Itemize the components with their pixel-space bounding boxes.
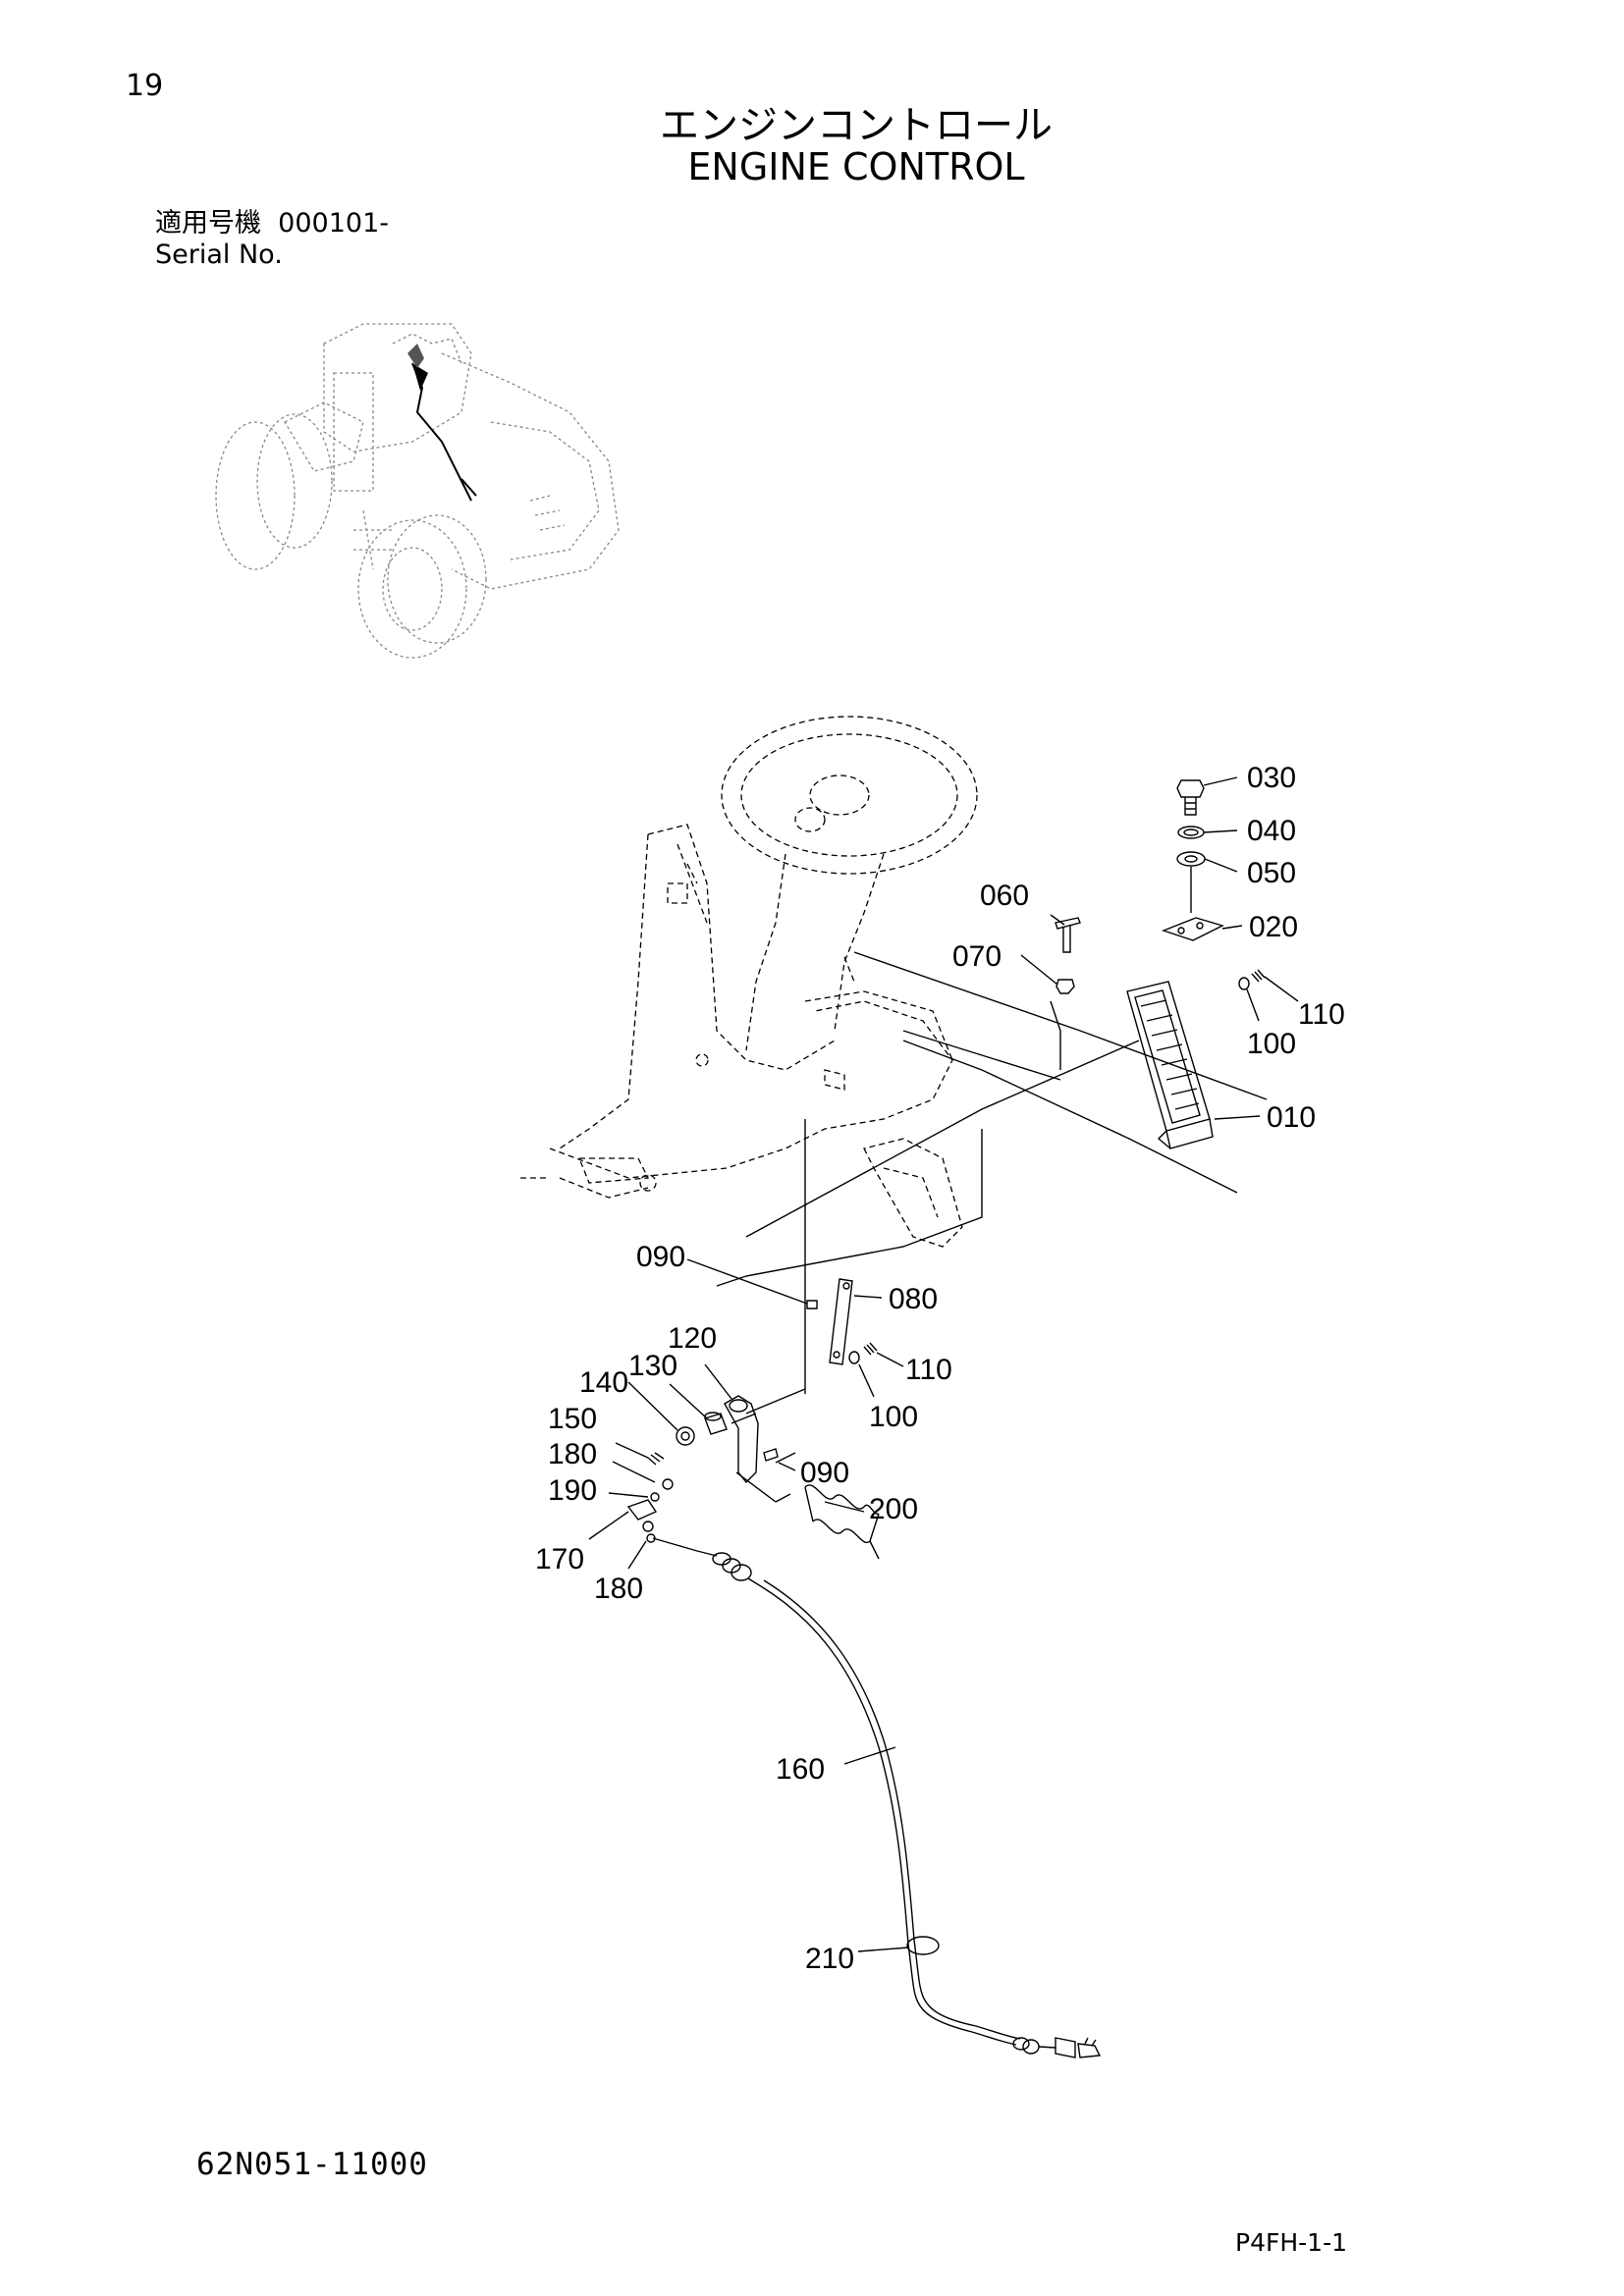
steering-column-assembly — [520, 716, 1268, 1394]
callout-110-lower: 110 — [905, 1354, 952, 1386]
callout-030: 030 — [1247, 762, 1296, 794]
page-title-japanese: エンジンコントロール — [660, 103, 1053, 148]
serial-label-english: Serial No. — [155, 240, 283, 270]
page-code: P4FH-1-1 — [1235, 2228, 1348, 2257]
callout-090-lower: 090 — [800, 1457, 849, 1489]
machine-overview-thumbnail — [215, 323, 620, 659]
callout-190: 190 — [548, 1474, 597, 1507]
callout-150: 150 — [548, 1403, 597, 1435]
page-title: ENGINE CONTROL — [687, 145, 1025, 188]
callout-180-upper: 180 — [548, 1438, 597, 1470]
leader-lines — [588, 776, 1299, 1952]
serial-label-jp-text: 適用号機 — [155, 208, 261, 239]
callout-210: 210 — [805, 1943, 854, 1975]
callout-010: 010 — [1267, 1101, 1316, 1134]
callout-130: 130 — [628, 1350, 677, 1382]
drawing-part-number: 62N051-11000 — [196, 2147, 428, 2182]
callout-090-upper: 090 — [636, 1241, 685, 1273]
callout-100-lower: 100 — [869, 1401, 918, 1433]
accelerator-pedal-group — [1055, 779, 1266, 1149]
callout-200: 200 — [869, 1493, 918, 1525]
throttle-linkage-group — [626, 1278, 880, 1560]
callout-050: 050 — [1247, 857, 1296, 889]
callout-060: 060 — [980, 880, 1029, 912]
callout-040: 040 — [1247, 815, 1296, 847]
callout-070: 070 — [952, 940, 1001, 973]
callout-100-upper: 100 — [1247, 1028, 1296, 1060]
callout-160: 160 — [776, 1753, 825, 1786]
callout-080: 080 — [889, 1283, 938, 1315]
callout-labels: 030 040 050 020 060 070 110 100 010 090 … — [535, 762, 1345, 1975]
serial-label-japanese: 適用号機 000101- — [155, 201, 389, 240]
callout-020: 020 — [1249, 911, 1298, 943]
throttle-cable — [652, 1537, 1102, 2058]
callout-170: 170 — [535, 1543, 584, 1575]
callout-180-lower: 180 — [594, 1573, 643, 1605]
page-number: 19 — [126, 69, 164, 103]
callout-120: 120 — [668, 1322, 717, 1355]
serial-number-value: 000101- — [278, 208, 389, 239]
callout-140: 140 — [579, 1366, 628, 1399]
callout-110-upper: 110 — [1298, 998, 1345, 1031]
